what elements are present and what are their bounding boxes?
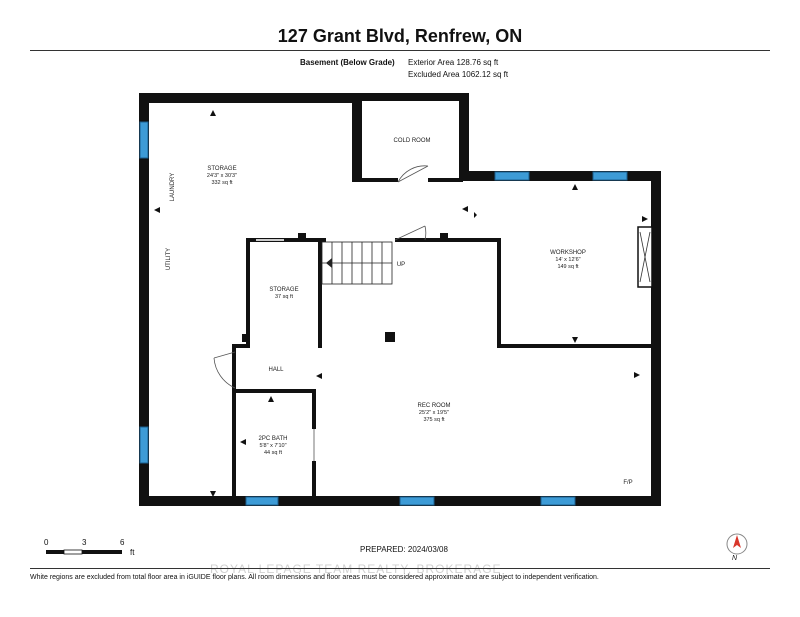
scale-tick-0: 0 (44, 538, 49, 547)
compass-icon (726, 533, 748, 555)
window-top-2 (592, 171, 628, 181)
fireplace-label: F/P (623, 480, 632, 486)
hall-label: HALL (268, 367, 284, 373)
window-bottom-3 (540, 496, 576, 506)
bath-door (313, 429, 315, 461)
windows (139, 121, 628, 506)
scale-tick-6: 6 (120, 538, 125, 547)
interior-walls (232, 233, 653, 499)
scale-bar-graphic (46, 549, 122, 555)
storage-small-label: STORAGE (269, 287, 298, 293)
storage-main-label: STORAGE (207, 166, 236, 172)
stair-arrow-icon (326, 258, 332, 268)
compass: N (722, 530, 752, 564)
cold-room-door (397, 165, 429, 183)
utility-label: UTILITY (166, 248, 172, 270)
window-left-upper (139, 121, 149, 159)
storage-main-dims: 24'3" x 30'3" (207, 173, 237, 179)
storage-door-gap (256, 239, 284, 241)
rec-room-dims: 25'2" x 19'5" (419, 410, 449, 416)
window-bottom-1 (245, 496, 279, 506)
scale-unit: ft (130, 548, 135, 557)
floor-name: Basement (Below Grade) (300, 58, 395, 67)
workshop-dims: 14' x 12'6" (555, 257, 580, 263)
workshop-area: 149 sq ft (557, 264, 579, 270)
bath-dims: 5'8" x 7'10" (259, 443, 286, 449)
exterior-walls (139, 93, 661, 506)
scale-tick-3: 3 (82, 538, 87, 547)
disclaimer: White regions are excluded from total fl… (30, 574, 599, 581)
cold-room-wall (352, 178, 463, 182)
top-divider (30, 50, 770, 51)
window-left-lower (139, 426, 149, 464)
staircase (321, 241, 393, 285)
workshop-window-unit (637, 226, 653, 288)
workshop-label: WORKSHOP (550, 250, 586, 256)
stairs-up-label: UP (397, 262, 405, 268)
rec-room-area: 375 sq ft (423, 417, 445, 423)
compass-label: N (732, 555, 738, 562)
scale-bar: 0 3 6 ft (38, 538, 148, 562)
bath-label: 2PC BATH (259, 436, 288, 442)
watermark: ROYAL LEPAGE TEAM REALTY, BROKERAGE (210, 562, 502, 576)
window-bottom-2 (399, 496, 435, 506)
prepared-date: PREPARED: 2024/03/08 (360, 545, 448, 554)
storage-small-area: 37 sq ft (275, 294, 294, 300)
dimension-markers (154, 110, 648, 497)
laundry-label: LAUNDRY (170, 173, 176, 202)
excluded-area: Excluded Area 1062.12 sq ft (408, 70, 509, 79)
exterior-area: Exterior Area 128.76 sq ft (408, 58, 499, 67)
hall-door (213, 351, 236, 389)
window-top-1 (494, 171, 530, 181)
bottom-divider (30, 568, 770, 569)
stair-door (394, 225, 427, 241)
bath-area: 44 sq ft (264, 450, 283, 456)
storage-main-area: 332 sq ft (211, 180, 233, 186)
rec-room-label: REC ROOM (418, 403, 451, 409)
plan-title: 127 Grant Blvd, Renfrew, ON (277, 26, 523, 46)
cold-room-label: COLD ROOM (393, 138, 430, 144)
